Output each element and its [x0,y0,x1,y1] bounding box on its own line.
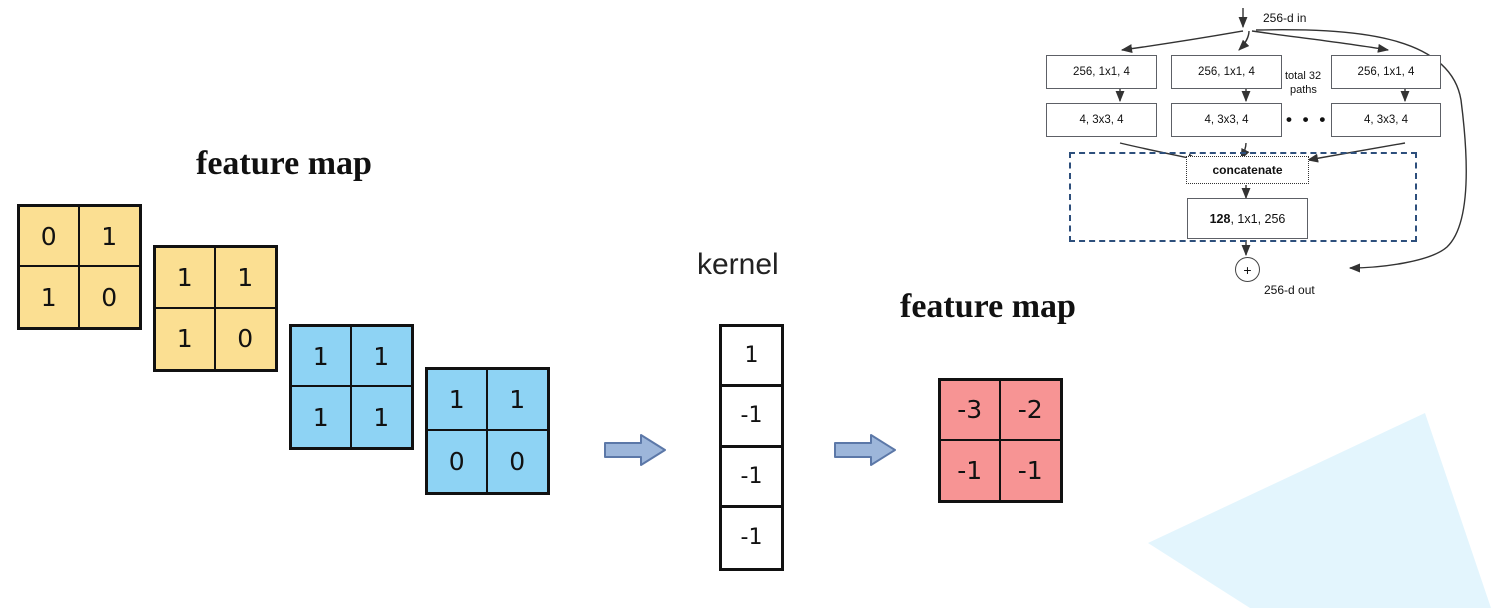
concatenate-box: concatenate [1186,156,1309,184]
resnext-conv-box-3-bottom: 4, 3x3, 4 [1331,103,1441,137]
matrix-cell: 1 [20,267,80,327]
blue-map-2: 1 1 0 0 [425,367,550,495]
kernel-column: 1 -1 -1 -1 [719,324,784,571]
output-dim-label: 256-d out [1264,283,1315,297]
matrix-cell: 0 [20,207,80,267]
matrix-cell: 1 [351,327,411,387]
matrix-cell: 1 [156,308,216,369]
resnext-connectors [1115,8,1468,273]
resnext-conv-box-3-top: 256, 1x1, 4 [1331,55,1441,89]
yellow-map-1: 0 1 1 0 [17,204,142,330]
blue-map-1: 1 1 1 1 [289,324,414,450]
resnext-block-diagram: 256, 1x1, 4 256, 1x1, 4 256, 1x1, 4 4, 3… [1020,0,1491,310]
kernel-cell: 1 [722,327,781,388]
resnext-conv-box-1-bottom: 4, 3x3, 4 [1046,103,1157,137]
matrix-cell: 1 [292,327,352,387]
background-polygon [1100,380,1491,608]
resnext-conv-box-1-top: 256, 1x1, 4 [1046,55,1157,89]
output-feature-map-label: feature map [900,288,1076,325]
matrix-cell: -1 [1000,440,1060,500]
projection-conv-box: 128, 1x1, 256 [1187,198,1308,239]
yellow-map-2: 1 1 1 0 [153,245,278,372]
matrix-cell: 1 [292,387,352,447]
red-map: -3 -2 -1 -1 [938,378,1063,503]
matrix-cell: 0 [487,431,547,492]
matrix-cell: 1 [215,248,275,309]
matrix-cell: 1 [351,387,411,447]
matrix-cell: -3 [941,381,1001,441]
matrix-cell: 1 [156,248,216,309]
kernel-cell: -1 [722,387,781,448]
kernel-cell: -1 [722,507,781,568]
matrix-cell: 1 [487,370,547,431]
projection-rest: , 1x1, 256 [1230,211,1286,226]
resnext-conv-box-2-top: 256, 1x1, 4 [1171,55,1282,89]
projection-dim: 128 [1209,211,1231,226]
aggregation-dashed-box [1069,152,1417,242]
paths-ellipsis: • • • [1286,110,1329,129]
matrix-cell: 0 [79,267,139,327]
total-paths-label-line1: total 32 [1285,70,1322,82]
matrix-cell: 0 [215,308,275,369]
total-paths-label-line2: paths [1290,84,1317,96]
kernel-label: kernel [697,248,779,281]
kernel-cell: -1 [722,447,781,508]
residual-sum-icon: + [1235,257,1260,282]
resnext-conv-box-2-bottom: 4, 3x3, 4 [1171,103,1282,137]
matrix-cell: 1 [79,207,139,267]
arrow-to-kernel [603,432,669,468]
input-dim-label: 256-d in [1263,11,1307,25]
matrix-cell: -1 [941,440,1001,500]
arrow-to-output [833,432,899,468]
matrix-cell: 0 [428,431,488,492]
input-feature-map-label: feature map [196,145,372,182]
matrix-cell: -2 [1000,381,1060,441]
matrix-cell: 1 [428,370,488,431]
